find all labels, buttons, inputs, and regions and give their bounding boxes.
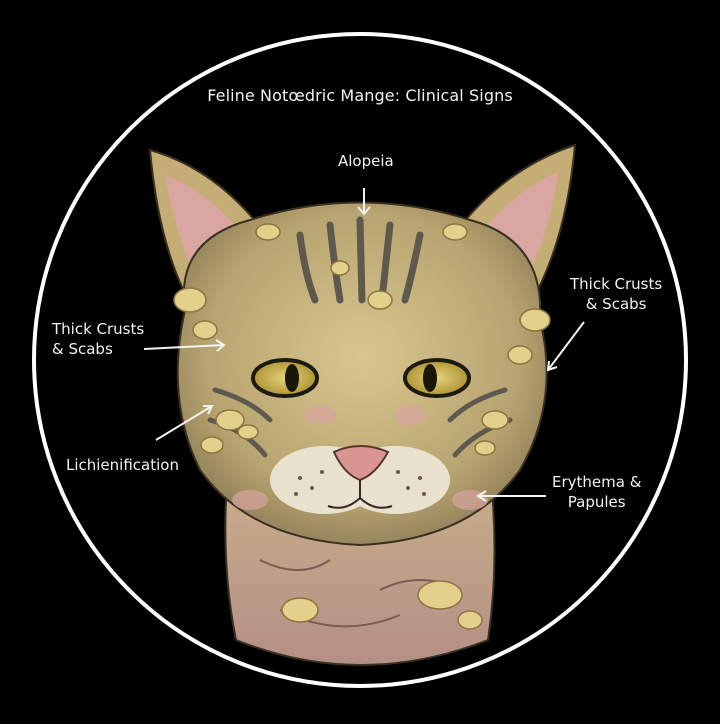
label-crusts-left: Thick Crusts & Scabs	[52, 320, 145, 358]
label-lichenification: Lichienification	[66, 456, 179, 474]
arrow-icon	[155, 405, 214, 441]
label-crusts-right: Thick Crusts & Scabs	[570, 275, 663, 313]
frame-circle	[32, 32, 688, 688]
label-erythema: Erythema & Papules	[552, 473, 642, 511]
cat-illustration	[148, 143, 577, 666]
arrow-icon	[357, 188, 371, 216]
arrow-icon	[476, 490, 546, 502]
diagram-title: Feline Notœdric Mange: Clinical Signs	[207, 86, 513, 105]
arrow-icon	[546, 321, 585, 372]
arrow-icon	[143, 339, 226, 352]
label-alopecia: Alopeia	[338, 152, 394, 170]
